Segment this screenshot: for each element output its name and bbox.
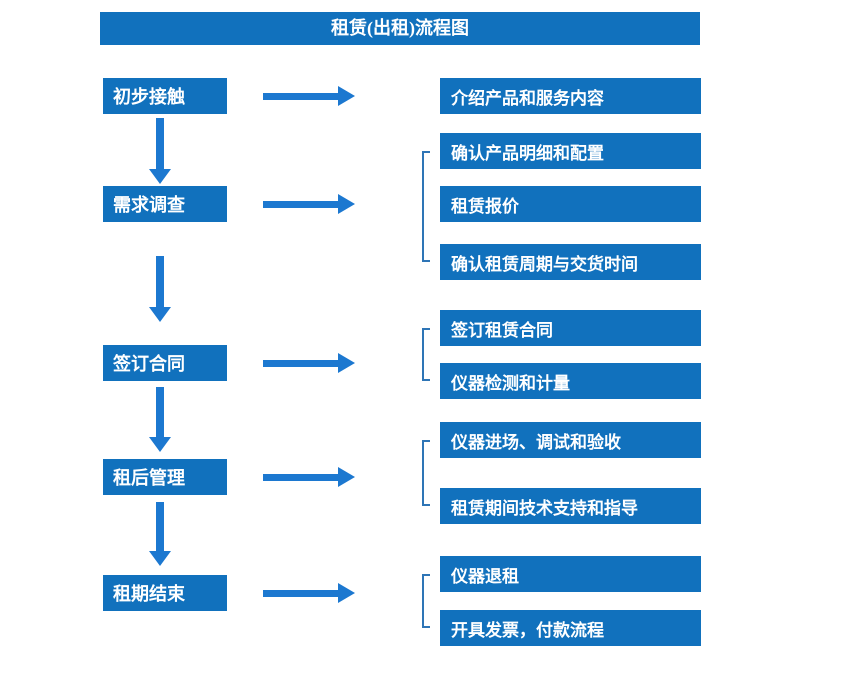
step-box-post-rental-management: 租后管理 [103,459,227,495]
arrow-shaft [156,387,164,438]
arrow-head [149,307,171,322]
step-box-rental-end: 租期结束 [103,575,227,611]
arrow-right-icon [263,583,355,603]
arrow-down-icon [149,387,171,452]
step-box-initial-contact: 初步接触 [103,78,227,114]
output-box: 租赁报价 [440,186,701,222]
arrow-right-icon [263,467,355,487]
arrow-shaft [263,474,339,481]
arrow-shaft [156,118,164,170]
arrow-head [338,194,355,214]
step-box-contract-signing: 签订合同 [103,345,227,381]
output-box: 仪器退租 [440,556,701,592]
arrow-head [338,467,355,487]
arrow-head [149,437,171,452]
arrow-down-icon [149,256,171,322]
arrow-head [338,353,355,373]
output-box: 签订租赁合同 [440,310,701,346]
output-box: 开具发票，付款流程 [440,610,701,646]
bracket-connector [422,440,430,506]
arrow-down-icon [149,502,171,566]
chart-title: 租赁(出租)流程图 [100,12,700,45]
output-box: 仪器检测和计量 [440,363,701,399]
bracket-connector [422,574,430,628]
arrow-shaft [263,201,339,208]
step-box-demand-survey: 需求调查 [103,186,227,222]
arrow-head [338,86,355,106]
arrow-right-icon [263,86,355,106]
arrow-head [149,169,171,184]
output-box: 确认产品明细和配置 [440,133,701,169]
arrow-head [149,551,171,566]
output-box: 确认租赁周期与交货时间 [440,244,701,280]
arrow-shaft [156,256,164,308]
arrow-down-icon [149,118,171,184]
output-box: 租赁期间技术支持和指导 [440,488,701,524]
bracket-connector [422,328,430,381]
arrow-right-icon [263,353,355,373]
arrow-shaft [263,93,339,100]
bracket-connector [422,151,430,262]
arrow-head [338,583,355,603]
arrow-right-icon [263,194,355,214]
arrow-shaft [263,360,339,367]
output-box: 仪器进场、调试和验收 [440,422,701,458]
arrow-shaft [156,502,164,552]
arrow-shaft [263,590,339,597]
output-box: 介绍产品和服务内容 [440,78,701,114]
